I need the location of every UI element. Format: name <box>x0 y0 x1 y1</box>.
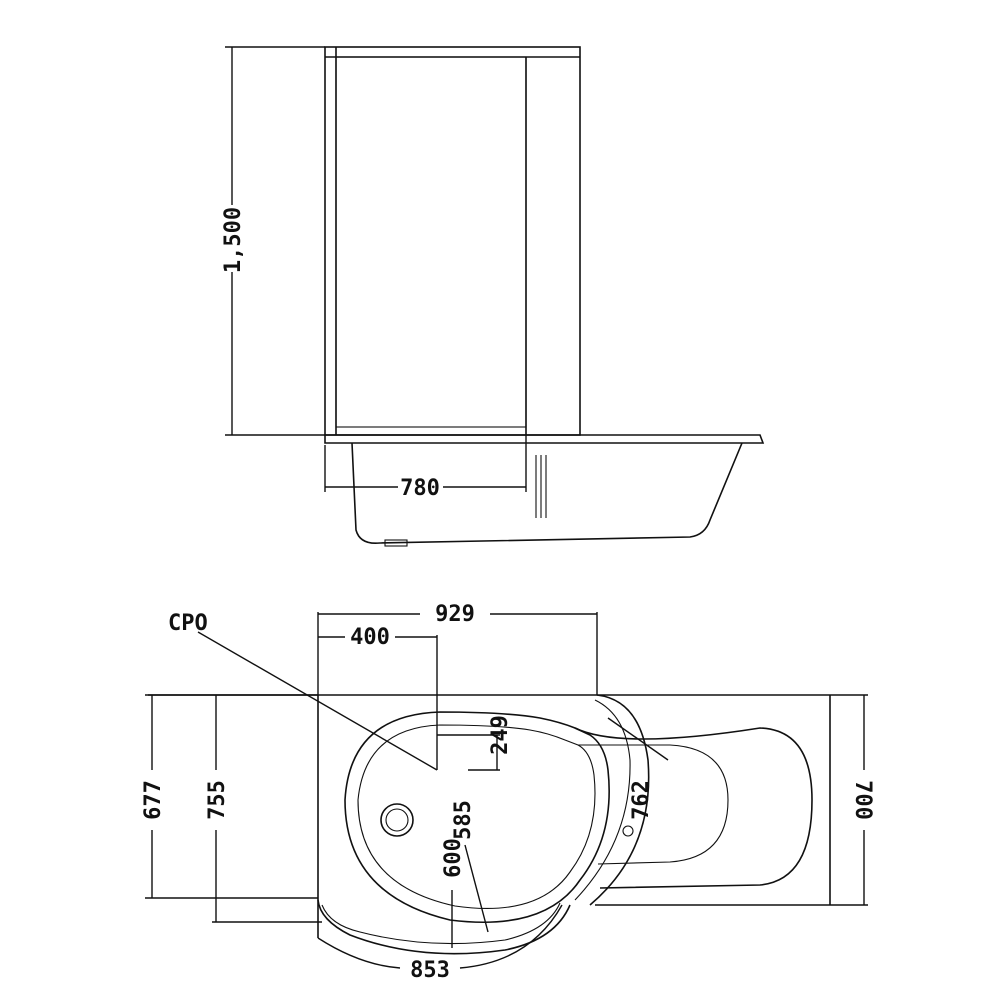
waste-outlet-inner <box>385 808 409 832</box>
tap-hole <box>622 825 634 837</box>
screen-track-inner <box>574 699 631 901</box>
screen-outer-frame <box>324 46 581 436</box>
depth-right-label: 700 <box>850 780 875 820</box>
cpo-label: CPO <box>168 611 208 636</box>
bath-body-profile <box>351 442 743 545</box>
curve-762-label: 762 <box>629 780 654 820</box>
step-label: 249 <box>488 715 513 755</box>
curve-585-label: 585 <box>451 800 476 840</box>
bath-body-outer <box>574 727 813 889</box>
depth-inner-label: 755 <box>205 780 230 820</box>
side-elevation: 1,500 780 <box>221 46 765 547</box>
bath-foot <box>384 539 408 547</box>
bath-body-inner <box>578 744 729 865</box>
basin-outer <box>344 711 610 923</box>
shower-end-inner <box>321 902 561 945</box>
depth-left-label: 677 <box>141 780 166 820</box>
waste-outlet-outer <box>380 803 414 837</box>
panel-width-label: 780 <box>400 476 440 501</box>
curve-600-label: 600 <box>441 838 466 878</box>
plan-view: 929 400 CPO 249 677 755 700 762 <box>141 602 875 983</box>
front-width-dim-arc-b <box>459 904 563 969</box>
curve-762-leader <box>607 717 669 761</box>
screen-glass-panel <box>335 56 527 428</box>
cpo-offset-label: 400 <box>350 625 390 650</box>
shower-end-outer <box>317 899 571 955</box>
basin-inner <box>357 724 596 909</box>
cpo-leader <box>197 631 438 771</box>
overall-width-label: 929 <box>435 602 475 627</box>
front-width-label: 853 <box>410 958 450 983</box>
bath-rim <box>324 434 765 444</box>
curve-585-leader <box>464 844 489 933</box>
screen-track-outer <box>589 694 650 906</box>
front-width-dim-arc <box>317 937 401 969</box>
height-label: 1,500 <box>221 207 246 273</box>
